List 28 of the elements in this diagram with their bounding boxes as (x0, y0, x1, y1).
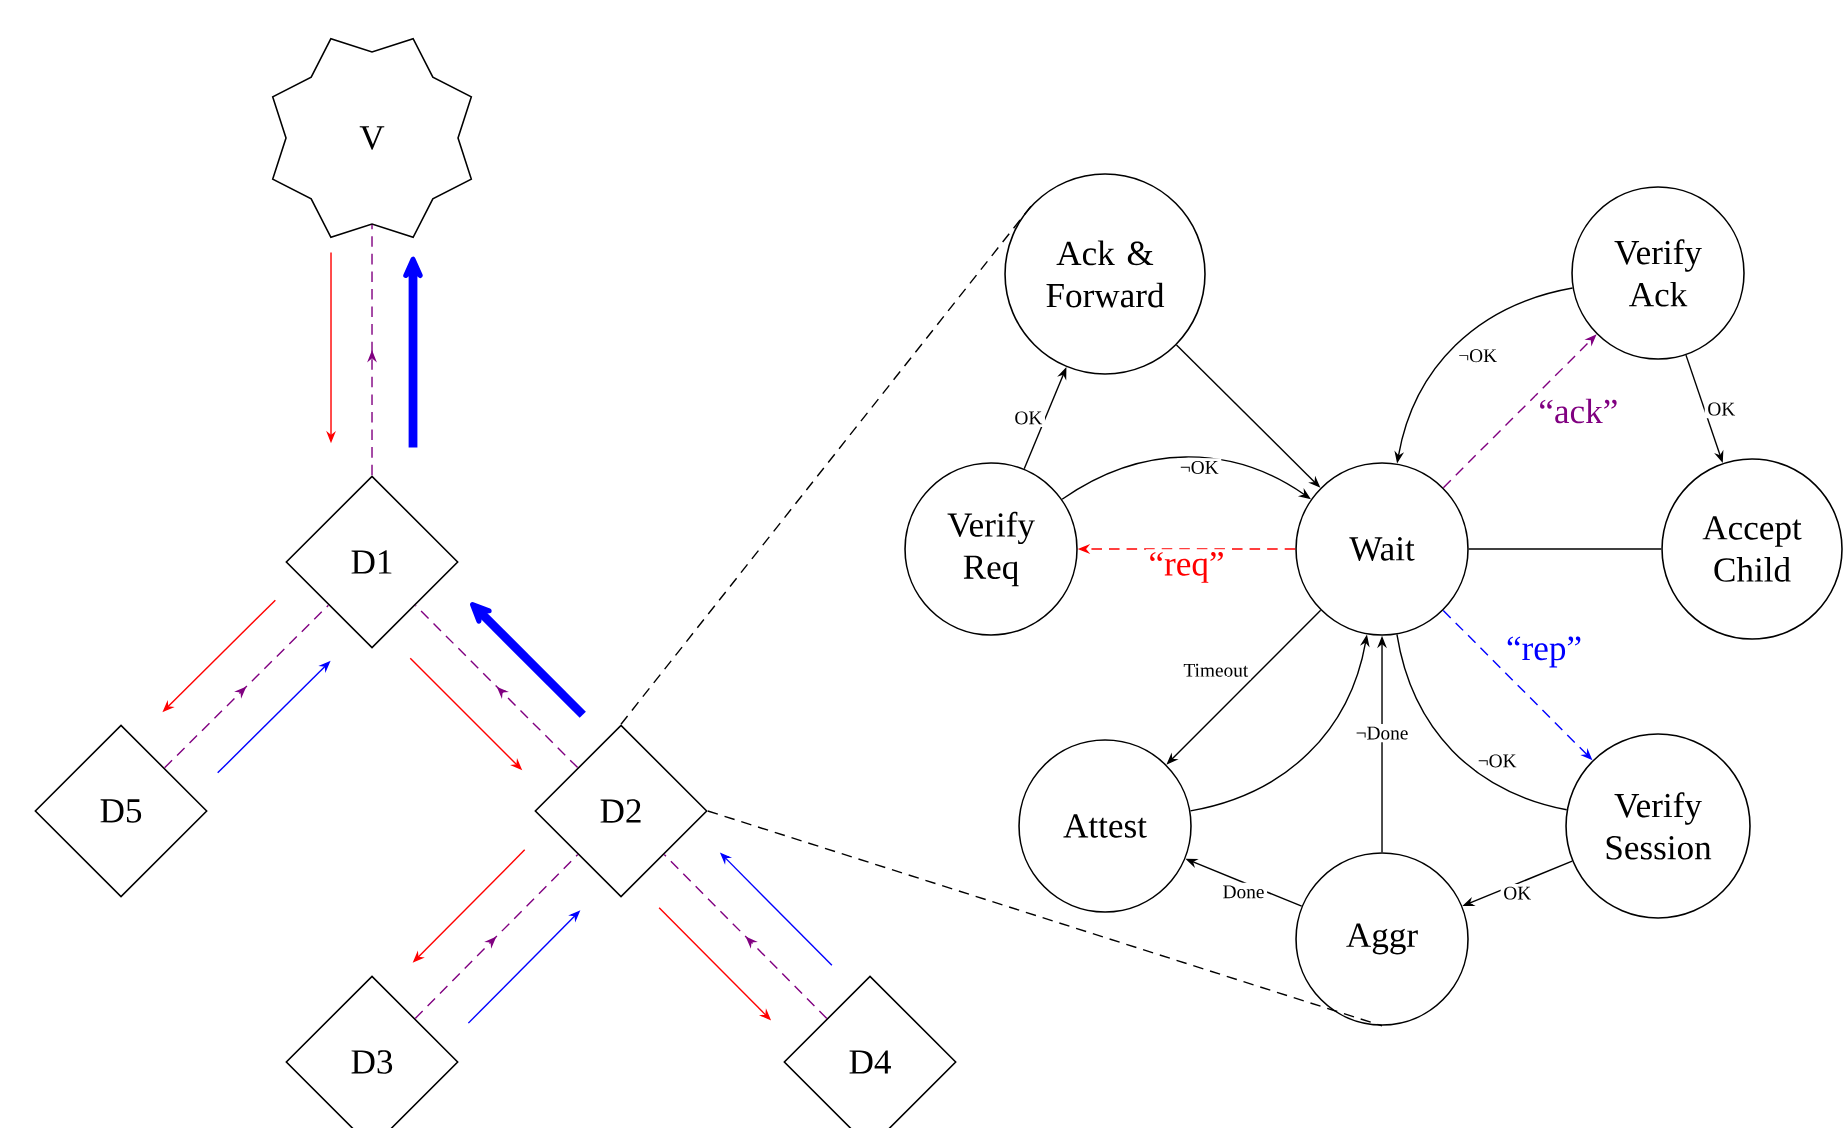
arrow (1061, 456, 1311, 500)
edge-label: OK (1011, 408, 1045, 428)
diamond-node: D2 (534, 724, 708, 898)
diamond-node: D5 (34, 724, 208, 898)
edge-label: ¬OK (1475, 751, 1520, 771)
diamond-node: D3 (285, 975, 459, 1128)
dashed-line (707, 810, 1383, 1027)
edge-label: OK (1704, 400, 1738, 419)
arrow (403, 256, 423, 448)
arrow (414, 604, 579, 769)
edge-label: “rep” (1503, 633, 1585, 671)
arrow (470, 602, 586, 718)
connector-line (1468, 548, 1662, 550)
edge-label: ¬Done (1353, 724, 1412, 743)
arrow (414, 853, 579, 1020)
star-node: V (271, 37, 473, 239)
edge-label: “ack” (1535, 396, 1621, 426)
edge-label: “req” (1145, 549, 1228, 586)
edge-label: ¬OK (1455, 346, 1500, 365)
arrow (163, 604, 330, 769)
diamond-node: D1 (285, 475, 459, 649)
edge-label: Timeout (1180, 661, 1251, 680)
arrow (663, 853, 828, 1020)
edge-label: Done (1219, 882, 1268, 901)
edge-label: OK (1500, 884, 1534, 903)
diamond-node: D4 (783, 975, 957, 1128)
connector-line (1396, 633, 1568, 811)
edge-label: ¬OK (1177, 458, 1222, 477)
